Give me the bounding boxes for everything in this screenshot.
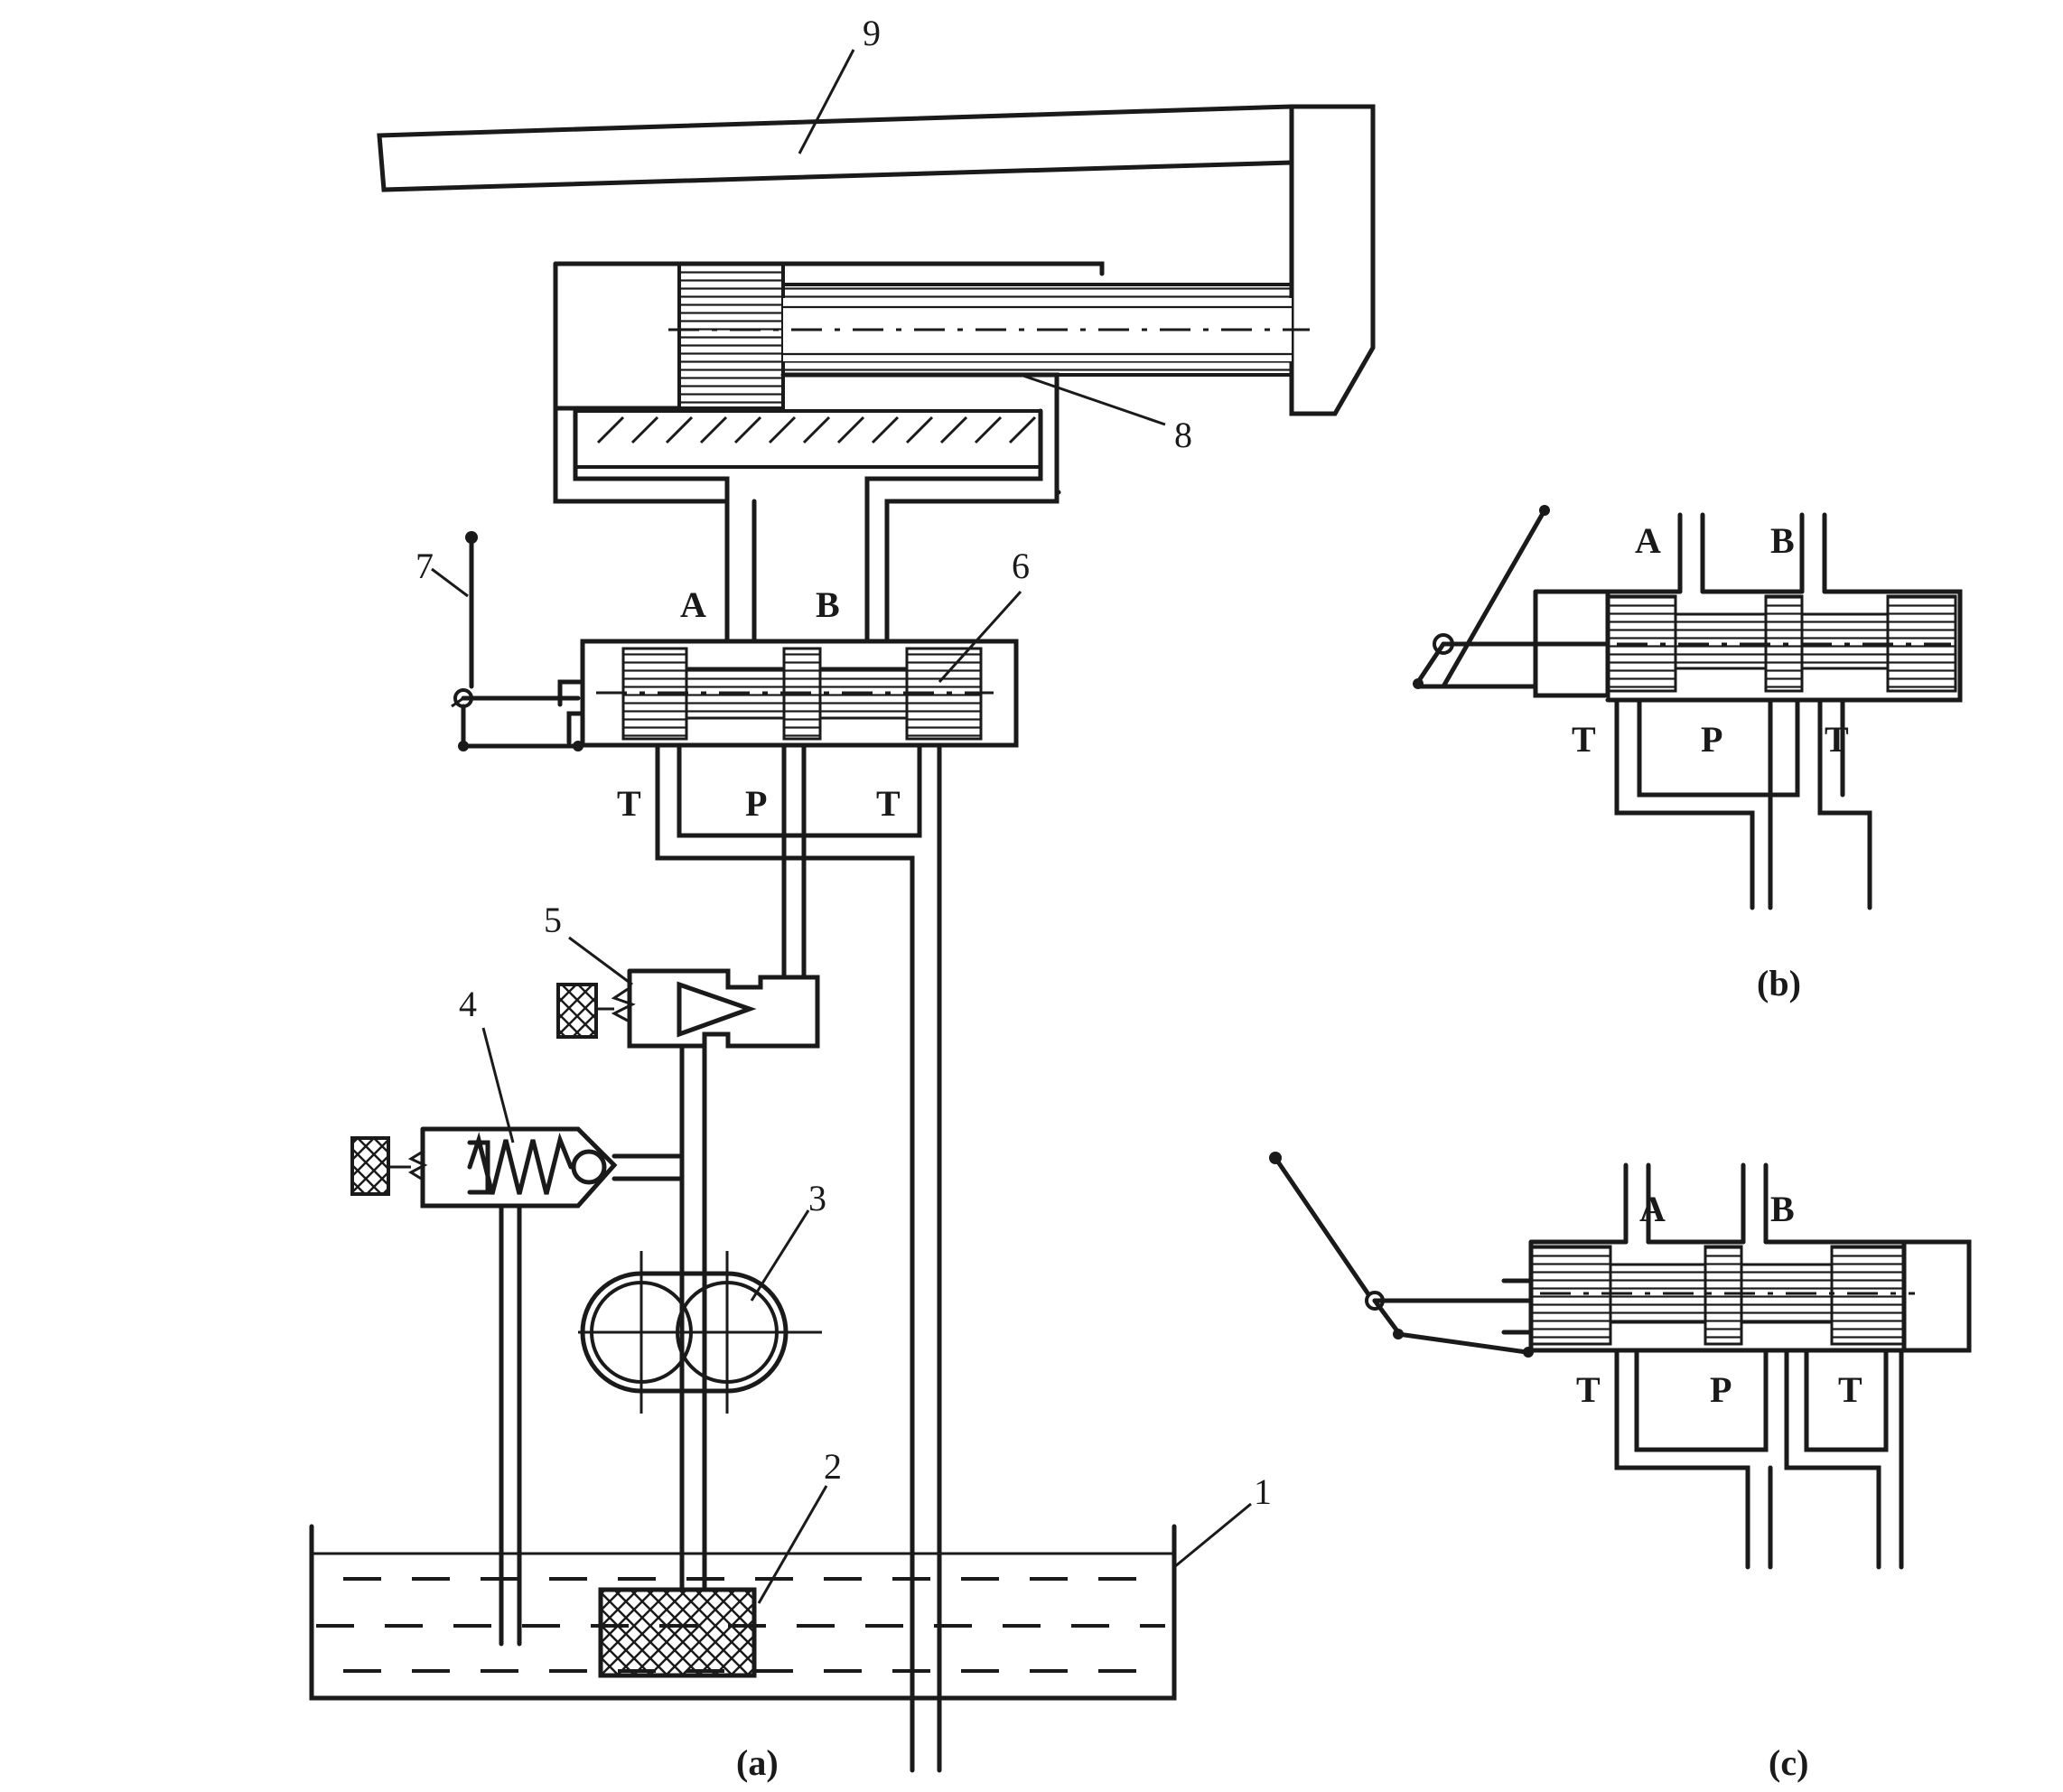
label-5: 5	[544, 900, 562, 940]
label-1: 1	[1254, 1471, 1272, 1512]
port-a-T2: T	[876, 783, 901, 824]
port-b-T1: T	[1572, 719, 1596, 760]
directional-valve-a	[557, 639, 1019, 1773]
port-c-T2: T	[1838, 1369, 1862, 1410]
port-b-T2: T	[1825, 719, 1849, 760]
leader-lines	[431, 49, 1252, 1604]
port-a-T1: T	[617, 783, 641, 824]
hydraulic-cylinder	[553, 261, 1310, 644]
port-a-B: B	[816, 584, 840, 625]
caption-b: (b)	[1757, 963, 1801, 1003]
figure-c: A B T P T (c)	[1269, 1152, 1972, 1783]
port-c-P: P	[1710, 1369, 1732, 1410]
figure-a: 9 8 6 7 5 4 3 2 1 A B T P T (a)	[309, 13, 1376, 1783]
lever-a	[451, 531, 583, 751]
port-b-P: P	[1701, 719, 1722, 760]
label-4: 4	[459, 984, 477, 1024]
relief-valve	[350, 1126, 685, 1647]
port-c-A: A	[1639, 1189, 1666, 1229]
port-c-B: B	[1770, 1189, 1795, 1229]
label-8: 8	[1174, 415, 1192, 455]
caption-a: (a)	[736, 1742, 779, 1783]
port-a-P: P	[745, 783, 767, 824]
label-7: 7	[415, 546, 434, 586]
port-c-T1: T	[1576, 1369, 1601, 1410]
oil-filter	[598, 1587, 757, 1678]
port-b-A: A	[1635, 520, 1661, 561]
worktable	[377, 104, 1376, 416]
label-2: 2	[824, 1446, 842, 1487]
hydraulic-pump	[578, 1251, 822, 1592]
figure-b: A B T P T (b)	[1413, 505, 1963, 1003]
label-9: 9	[863, 13, 881, 53]
label-3: 3	[808, 1178, 826, 1218]
caption-c: (c)	[1769, 1742, 1808, 1783]
port-b-B: B	[1770, 520, 1795, 561]
label-6: 6	[1012, 546, 1030, 586]
port-a-A: A	[680, 584, 706, 625]
